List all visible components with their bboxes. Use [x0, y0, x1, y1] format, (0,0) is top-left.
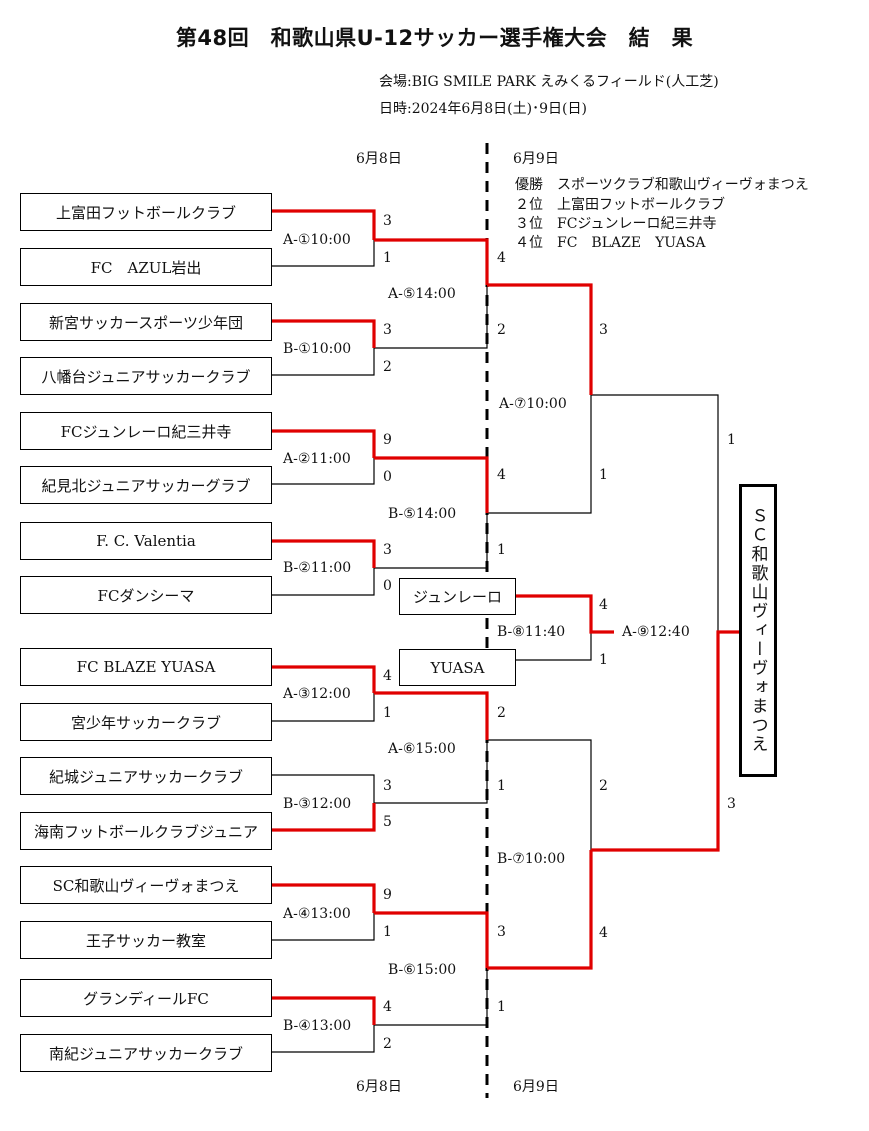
- team-yawatadai: 八幡台ジュニアサッカークラブ: [20, 357, 272, 395]
- venue-info: 会場:BIG SMILE PARK えみくるフィールド(人工芝): [379, 74, 719, 90]
- score-r1: 1: [383, 250, 392, 266]
- standing-4th: ４位 FC BLAZE YUASA: [515, 235, 706, 251]
- score-r1: 5: [383, 814, 392, 830]
- score-r1: 1: [383, 924, 392, 940]
- standing-1st: 優勝 スポーツクラブ和歌山ヴィーヴォまつえ: [515, 177, 809, 193]
- score-r2: 4: [497, 250, 506, 266]
- score-r2: 1: [497, 542, 506, 558]
- team-valentia: F. C. Valentia: [20, 522, 272, 560]
- score-r1: 9: [383, 432, 392, 448]
- score-r1: 3: [383, 542, 392, 558]
- match-label-a4: A-④13:00: [283, 906, 351, 922]
- team-kimihoku: 紀見北ジュニアサッカーグラブ: [20, 466, 272, 504]
- champion-name: ＳＣ和歌山ヴィーヴォまつえ: [747, 507, 768, 754]
- team-vivo-matsue: SC和歌山ヴィーヴォまつえ: [20, 866, 272, 904]
- match-label-a2: A-②11:00: [283, 451, 351, 467]
- score-final: 1: [727, 432, 736, 448]
- standing-3rd: ３位 FCジュンレーロ紀三井寺: [515, 216, 717, 232]
- third-place-team-junlero: ジュンレーロ: [399, 578, 516, 615]
- date-info: 日時:2024年6月8日(土)･9日(日): [379, 101, 587, 117]
- match-label-a7: A-⑦10:00: [499, 396, 567, 412]
- team-blaze-yuasa: FC BLAZE YUASA: [20, 648, 272, 686]
- score-third: 1: [599, 652, 608, 668]
- winner-lines: [271, 209, 739, 1025]
- score-r3: 3: [599, 322, 608, 338]
- match-label-b1: B-①10:00: [283, 341, 352, 357]
- page-title: 第48回 和歌山県U-12サッカー選手権大会 結 果: [175, 26, 694, 50]
- score-r3: 4: [599, 925, 608, 941]
- score-r1: 3: [383, 213, 392, 229]
- match-label-b7: B-⑦10:00: [497, 851, 566, 867]
- match-label-a9: A-⑨12:40: [622, 624, 690, 640]
- score-r1: 2: [383, 1036, 392, 1052]
- day2-label-top: 6月9日: [513, 151, 559, 167]
- score-r2: 4: [497, 467, 506, 483]
- score-r1: 0: [383, 578, 392, 594]
- day1-label-top: 6月8日: [356, 151, 402, 167]
- team-danshima: FCダンシーマ: [20, 576, 272, 614]
- score-r1: 9: [383, 887, 392, 903]
- champion-box: ＳＣ和歌山ヴィーヴォまつえ: [739, 484, 777, 777]
- third-place-team-yuasa: YUASA: [399, 649, 516, 686]
- team-kamitonda: 上富田フットボールクラブ: [20, 193, 272, 231]
- score-r1: 4: [383, 999, 392, 1015]
- score-r2: 1: [497, 778, 506, 794]
- day1-label-bottom: 6月8日: [356, 1079, 402, 1095]
- score-final: 3: [727, 796, 736, 812]
- match-label-a5: A-⑤14:00: [388, 286, 456, 302]
- match-label-b3: B-③12:00: [283, 796, 352, 812]
- score-r1: 2: [383, 359, 392, 375]
- day2-label-bottom: 6月9日: [513, 1079, 559, 1095]
- score-r1: 3: [383, 778, 392, 794]
- score-r2: 2: [497, 705, 506, 721]
- score-r3: 1: [599, 467, 608, 483]
- match-label-a6: A-⑥15:00: [388, 741, 456, 757]
- loser-lines: [271, 240, 719, 1053]
- score-r2: 3: [497, 924, 506, 940]
- team-junlero: FCジュンレーロ紀三井寺: [20, 412, 272, 450]
- team-kainan: 海南フットボールクラブジュニア: [20, 812, 272, 850]
- score-r2: 1: [497, 999, 506, 1015]
- score-r2: 2: [497, 322, 506, 338]
- team-kijo: 紀城ジュニアサッカークラブ: [20, 757, 272, 795]
- score-r1: 1: [383, 705, 392, 721]
- team-grandir: グランディールFC: [20, 979, 272, 1017]
- score-r1: 3: [383, 322, 392, 338]
- score-r3: 2: [599, 778, 608, 794]
- standing-2nd: ２位 上富田フットボールクラブ: [515, 197, 725, 213]
- match-label-b6: B-⑥15:00: [388, 962, 457, 978]
- match-label-a1: A-①10:00: [283, 232, 351, 248]
- match-label-b4: B-④13:00: [283, 1018, 352, 1034]
- match-label-a3: A-③12:00: [283, 686, 351, 702]
- team-oji: 王子サッカー教室: [20, 921, 272, 959]
- match-label-b5: B-⑤14:00: [388, 506, 457, 522]
- match-label-b2: B-②11:00: [283, 560, 352, 576]
- team-miya: 宮少年サッカークラブ: [20, 703, 272, 741]
- team-azul-iwade: FC AZUL岩出: [20, 248, 272, 286]
- score-r1: 4: [383, 668, 392, 684]
- team-nanki: 南紀ジュニアサッカークラブ: [20, 1034, 272, 1072]
- score-r1: 0: [383, 469, 392, 485]
- match-label-b8: B-⑧11:40: [497, 624, 566, 640]
- score-third: 4: [599, 597, 608, 613]
- team-shingu: 新宮サッカースポーツ少年団: [20, 303, 272, 341]
